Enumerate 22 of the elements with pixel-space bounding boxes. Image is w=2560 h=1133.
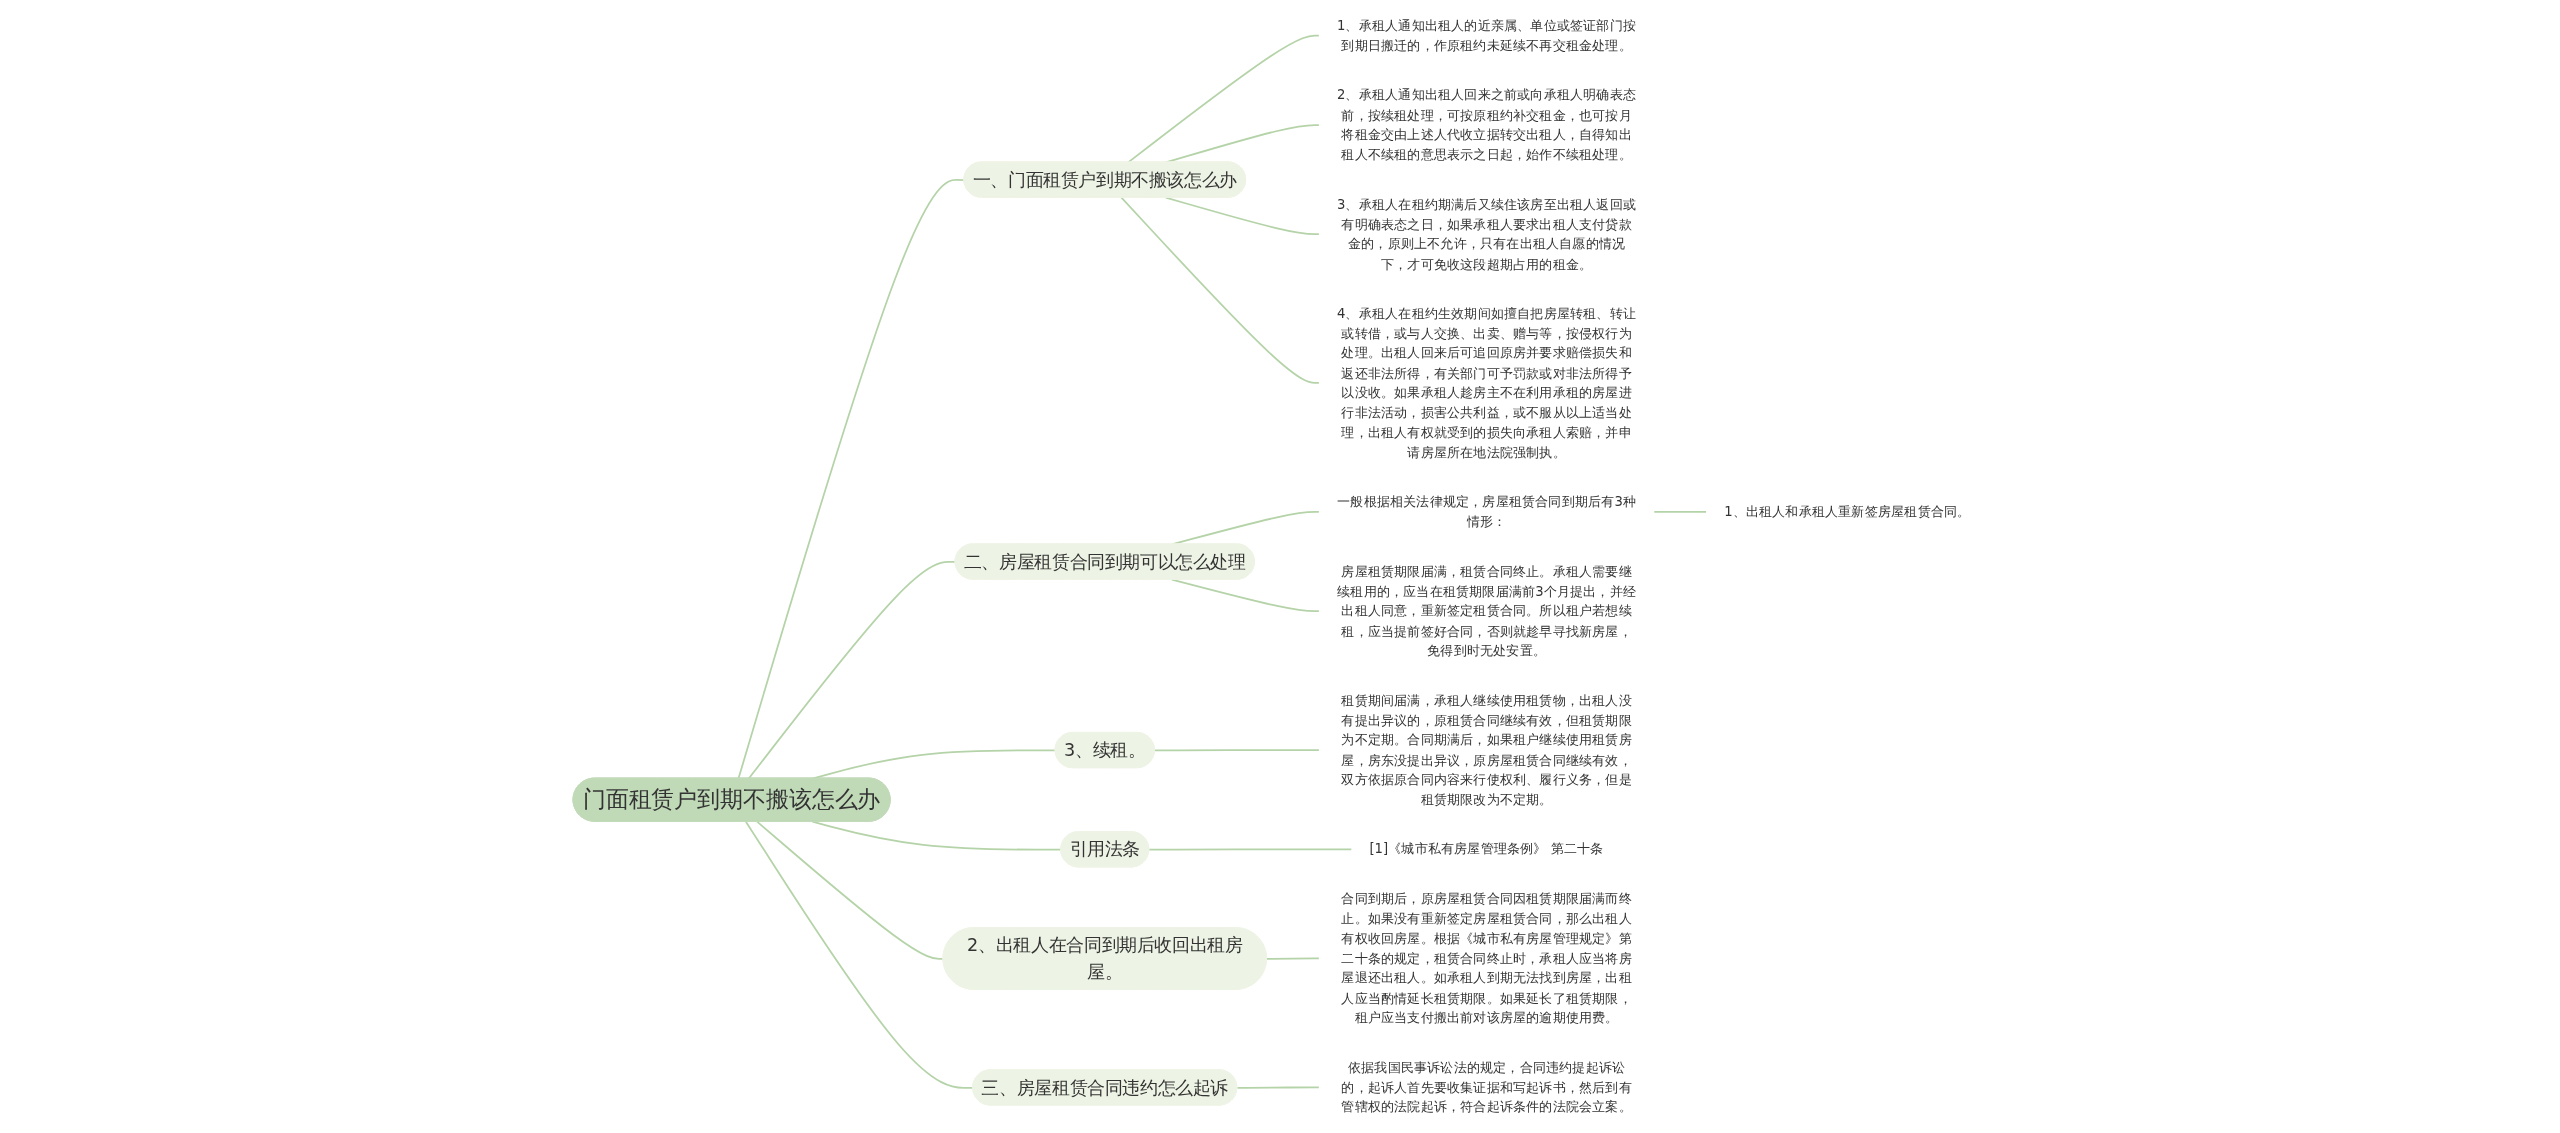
connector (755, 820, 944, 960)
node-text: 依据我国民事诉讼法的规定，合同违约提起诉讼的，起诉人首先要收集证据和写起诉书，然后到有管辖权的法院起诉，符合起诉条件的法院会立案。 (1340, 1059, 1632, 1115)
connector (1652, 511, 1708, 513)
connector (737, 179, 965, 780)
node-text: 合同到期后，原房屋租赁合同因租赁期限届满而终止。如果没有重新签定房屋租赁合同，那么出租人有权收回房屋。根据《城市私有房屋管理规定》第二十条的规定，租赁合同终止时，承租人应当将房屋退还出租人。如承租人到期无法找到房屋，出租人应当酌情延长租赁期限。如果延长了租赁期限，租户应当支付搬出前对该房屋的逾期使用费。 (1340, 890, 1632, 1026)
connector (747, 561, 956, 780)
node-text: 房屋租赁期限届满，租赁合同终止。承租人需要继续租用的，应当在租赁期限届满前3个月提出，并经出租人同意，重新签定租赁合同。所以租户若想续租，应当提前签好合同，否则就趁早寻找新房屋，免得到时无处安置。 (1336, 563, 1636, 659)
connector (1120, 196, 1320, 384)
connector (1235, 1086, 1320, 1089)
node-text: [1]《城市私有房屋管理条例》 第二十条 (1368, 841, 1604, 857)
node-text: 一般根据相关法律规定，房屋租赁合同到期后有3种情形： (1336, 493, 1636, 530)
connector (1265, 957, 1320, 960)
node-text: 1、承租人通知出租人的近亲属、单位或签证部门按到期日搬迁的，作原租约未延续不再交租金处理。 (1336, 17, 1636, 54)
connector (744, 820, 974, 1089)
connector (1147, 848, 1353, 851)
node-text: 租赁期间届满，承租人继续使用租赁物，出租人没有提出异议的，原租赁合同继续有效，但租赁期限为不定期。合同期满后，如果租户继续使用租赁房屋，房东没提出异议，原房屋租赁合同继续有效，双方依据原合同内容来行使权利、履行义务，但是租赁期限改为不定期。 (1340, 692, 1632, 808)
node-text: 4、承租人在租约生效期间如擅自把房屋转租、转让或转借，或与人交换、出卖、赠与等，按侵权行为处理。出租人回来后可追回原房并要求赔偿损失和返还非法所得，有关部门可予罚款或对非法所得予以没收。如果承租人趁房主不在利用承租的房屋进行非法活动，损害公共利益，或不服从以上适当处理，出租人有权就受到的损失向承租人索赔，并申请房屋所在地法院强制执。 (1336, 305, 1636, 460)
connector (811, 820, 1062, 851)
node-text: 1、出租人和承租人重新签房屋租赁合同。 (1723, 503, 1970, 520)
connector (1153, 749, 1320, 752)
node-text: 2、承租人通知出租人回来之前或向承租人明确表态前，按续租处理，可按原租约补交租金，也可按月将租金交由上述人代收立据转交出租人，自得知出租人不续租的意思表示之日起，始作不续租处理。 (1336, 87, 1636, 163)
node-text: 3、承租人在租约期满后又续住该房至出租人返回或有明确表态之日，如果承租人要求出租人支付贷款金的，原则上不允许，只有在出租人自愿的情况下，才可免收这段超期占用的租金。 (1336, 196, 1636, 272)
